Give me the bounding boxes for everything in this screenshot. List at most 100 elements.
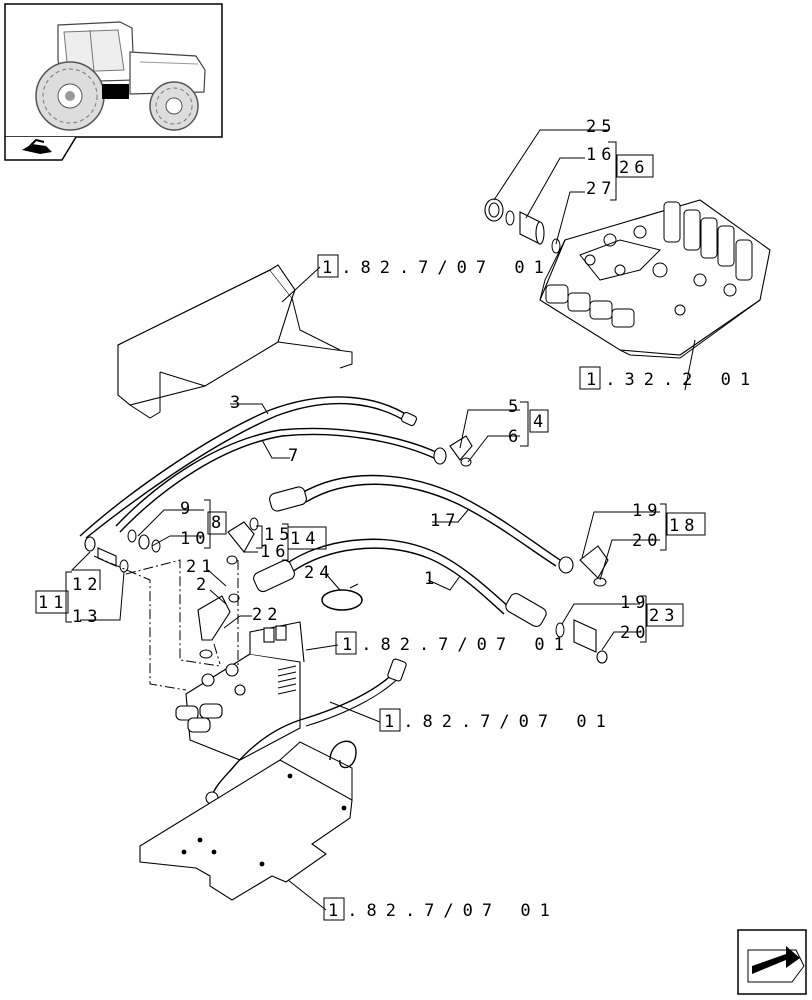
leader-2	[209, 589, 227, 605]
svg-text:23: 23	[649, 606, 679, 626]
callout-27[interactable]: 27	[586, 179, 616, 199]
ref-box-23[interactable]: 23	[646, 603, 684, 627]
ref-box-18[interactable]: 18	[666, 512, 706, 536]
hose-17	[269, 474, 574, 574]
ref-box-clamp[interactable]: 1.82.7/07 01	[335, 631, 573, 655]
bracket-11	[65, 571, 72, 623]
callout-17[interactable]: 17	[430, 511, 460, 531]
callout-5[interactable]: 5	[508, 397, 523, 417]
fitting-group-14	[226, 517, 259, 565]
nav-tab-icon[interactable]	[4, 136, 77, 161]
leader-27	[555, 191, 585, 245]
valve-block	[539, 199, 771, 359]
callout-22[interactable]: 22	[252, 605, 282, 625]
ref-box-4[interactable]: 4	[529, 409, 549, 433]
ref-box-14[interactable]: 14	[287, 526, 327, 550]
callout-2[interactable]: 2	[196, 575, 211, 595]
fitting-group-4	[449, 435, 473, 467]
clamp-24	[321, 583, 363, 611]
bracket-8	[204, 499, 211, 549]
ref-box-26[interactable]: 26	[616, 154, 654, 178]
callout-16-a[interactable]: 16	[586, 145, 616, 165]
leader-21	[207, 569, 227, 587]
svg-text:14: 14	[290, 529, 320, 549]
bracket-4	[520, 401, 529, 447]
leader-3	[230, 403, 269, 415]
fitting-group-18	[579, 545, 609, 587]
leader-bracket-ref	[287, 879, 327, 911]
ref-box-bracket[interactable]: 1.82.7/07 01	[323, 897, 559, 921]
callout-24[interactable]: 24	[304, 563, 334, 583]
svg-text:4: 4	[533, 412, 548, 432]
callout-25[interactable]: 25	[586, 117, 616, 137]
fitting-group-22	[197, 593, 240, 659]
svg-text:11: 11	[38, 593, 68, 613]
fitting-group-23	[555, 619, 608, 664]
leader-9	[137, 509, 204, 537]
callout-3[interactable]: 3	[230, 393, 245, 413]
ref-box-harness[interactable]: 1.82.7/07 01	[379, 708, 615, 732]
bracket-23	[640, 595, 647, 643]
svg-text:1.82.7/07 01: 1.82.7/07 01	[342, 635, 573, 655]
svg-text:1.32.2 01: 1.32.2 01	[586, 370, 759, 390]
highlight-marker	[102, 84, 129, 99]
leader-12	[70, 551, 101, 590]
leader-20b	[601, 631, 640, 651]
callout-19-b[interactable]: 19	[620, 593, 650, 613]
leader-22	[223, 615, 252, 629]
svg-text:18: 18	[669, 516, 699, 536]
connection-lines	[93, 555, 239, 691]
callout-20-b[interactable]: 20	[620, 623, 650, 643]
ref-box-11[interactable]: 11	[35, 590, 69, 614]
leader-15	[256, 525, 263, 549]
callout-19-a[interactable]: 19	[632, 501, 662, 521]
ref-box-cover[interactable]: 1.82.7/07 01	[317, 254, 553, 278]
bracket-26	[608, 141, 617, 201]
callout-1[interactable]: 1	[424, 569, 439, 589]
leader-6	[467, 435, 520, 463]
cover-guard	[117, 264, 353, 419]
callout-12[interactable]: 12	[72, 575, 102, 595]
leader-5	[459, 409, 520, 449]
callout-13[interactable]: 13	[72, 607, 102, 627]
callout-6[interactable]: 6	[508, 427, 523, 447]
leader-clamp-ref	[305, 644, 339, 651]
fitting-group-11	[84, 536, 129, 573]
leader-1	[427, 575, 461, 591]
leader-harness-ref	[329, 701, 381, 723]
leader-13	[80, 571, 125, 621]
leader-7	[261, 439, 290, 459]
svg-text:8: 8	[211, 513, 226, 533]
callout-10[interactable]: 10	[180, 529, 210, 549]
callout-16-b[interactable]: 16	[260, 542, 290, 562]
mounting-bracket	[139, 741, 353, 901]
hose-1	[253, 538, 547, 628]
next-page-icon[interactable]	[737, 929, 807, 995]
callout-20-a[interactable]: 20	[632, 531, 662, 551]
callout-7[interactable]: 7	[288, 446, 303, 466]
leader-19a	[581, 511, 660, 559]
leader-valve-block	[684, 339, 696, 391]
tractor-thumbnail[interactable]	[4, 3, 223, 138]
hose-7	[115, 427, 447, 533]
svg-text:1.82.7/07 01: 1.82.7/07 01	[384, 712, 615, 732]
bracket-18	[660, 503, 667, 551]
svg-text:1.82.7/07 01: 1.82.7/07 01	[328, 901, 559, 921]
callout-15[interactable]: 15	[264, 525, 294, 545]
ref-box-8[interactable]: 8	[207, 511, 227, 535]
leader-16a	[525, 157, 585, 219]
ref-box-valve-block[interactable]: 1.32.2 01	[579, 366, 759, 390]
leader-24	[325, 573, 341, 591]
control-valve-body	[175, 621, 305, 761]
leader-19b	[561, 603, 640, 625]
fitting-group-valve	[484, 198, 561, 254]
callout-9[interactable]: 9	[180, 499, 195, 519]
callout-21[interactable]: 21	[186, 557, 216, 577]
leader-cover	[281, 266, 321, 303]
leader-10	[151, 535, 204, 547]
hose-3	[79, 396, 418, 539]
leader-17	[432, 509, 469, 523]
svg-text:1.82.7/07 01: 1.82.7/07 01	[322, 258, 553, 278]
fitting-group-8	[127, 529, 161, 553]
